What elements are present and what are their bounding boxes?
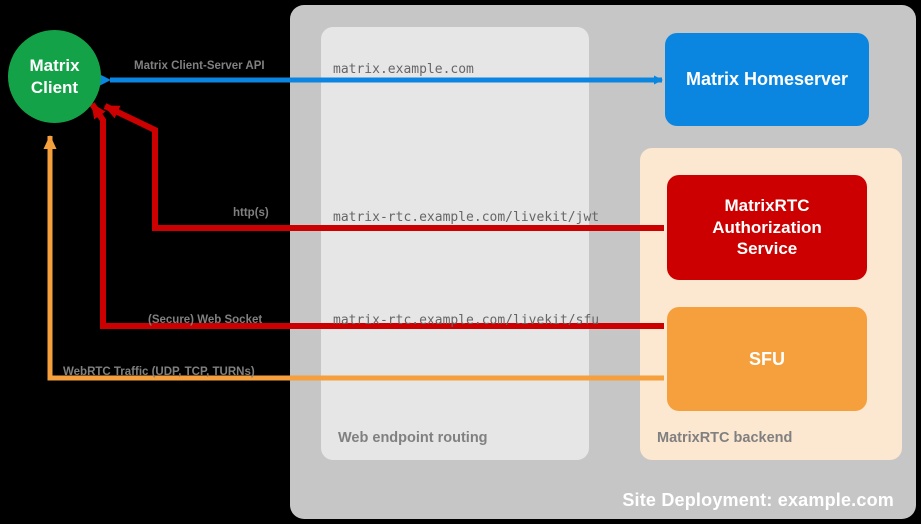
label-jwt-http: http(s)	[233, 207, 269, 219]
auth-service-line1: MatrixRTC	[724, 195, 810, 215]
node-matrixrtc-authorization-service[interactable]: MatrixRTC Authorization Service	[667, 175, 867, 280]
label-client-server-api: Matrix Client-Server API	[134, 60, 265, 72]
matrixrtc-backend-label: MatrixRTC backend	[657, 430, 793, 446]
auth-service-line2: Authorization	[712, 217, 822, 237]
auth-service-line3: Service	[736, 239, 798, 259]
wire-sfu-websocket	[89, 102, 664, 329]
label-webrtc-traffic: WebRTC Traffic (UDP, TCP, TURNs)	[63, 366, 255, 378]
sfu-label: SFU	[749, 348, 785, 369]
matrix-homeserver-label: Matrix Homeserver	[685, 69, 849, 89]
endpoint-matrix-example-com: matrix.example.com	[333, 62, 474, 77]
label-sfu-websocket: (Secure) Web Socket	[148, 314, 263, 326]
matrix-client-line2: Client	[30, 77, 79, 97]
wire-jwt-http	[103, 103, 664, 231]
endpoint-livekit-jwt: matrix-rtc.example.com/livekit/jwt	[333, 210, 600, 225]
endpoint-livekit-sfu: matrix-rtc.example.com/livekit/sfu	[333, 313, 600, 328]
matrix-client-line1: Matrix	[29, 56, 80, 76]
node-matrix-client[interactable]: Matrix Client	[8, 30, 101, 123]
node-matrix-homeserver[interactable]: Matrix Homeserver	[665, 33, 869, 126]
node-sfu[interactable]: SFU	[667, 307, 867, 411]
site-deployment-label: Site Deployment: example.com	[622, 490, 894, 510]
web-endpoint-routing-panel: Web endpoint routing	[321, 27, 589, 460]
web-endpoint-routing-label: Web endpoint routing	[338, 430, 488, 446]
wire-webrtc-traffic	[43, 135, 664, 381]
